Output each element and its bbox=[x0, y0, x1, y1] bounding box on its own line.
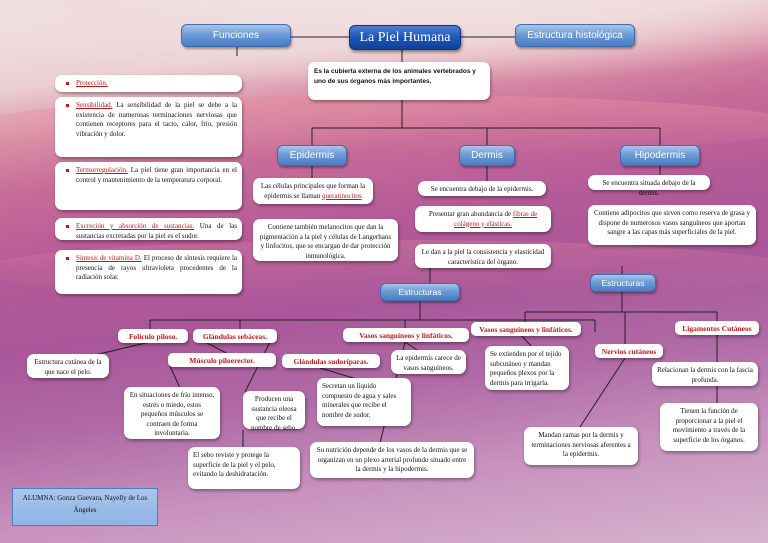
funcion-termorregulacion: Termorregulación. La piel tiene gran imp… bbox=[55, 162, 242, 210]
label-text: Nervios cutáneos bbox=[601, 347, 657, 356]
label-nervios-cutaneos: Nervios cutáneos bbox=[595, 344, 663, 358]
main-title: La Piel Humana bbox=[349, 25, 461, 50]
desc-vasos-epidermis: La epidermis carece de vasos sanguíneos. bbox=[391, 350, 466, 374]
dermis-text: Le dan a la piel la consistencia y elast… bbox=[421, 248, 545, 266]
epidermis-celulas: Las células principales que forman la ep… bbox=[253, 178, 373, 204]
definition-box: Es la cubierta externa de los animales v… bbox=[308, 62, 490, 100]
node-estructuras-dermis: Estructuras bbox=[380, 283, 460, 301]
desc-text: Tienen la función de proporcionar a la p… bbox=[672, 407, 746, 444]
label-glandulas-sebaceas: Glándulas sebáceas. bbox=[193, 329, 277, 343]
node-label: Epidermis bbox=[289, 150, 335, 161]
desc-text: Producen una sustancia oleosa que recibe… bbox=[250, 395, 298, 432]
hipodermis-adipocitos: Contiene adipocitos que sirven como rese… bbox=[588, 205, 756, 245]
epidermis-melanocitos: Contiene también melanocitos que dan la … bbox=[253, 219, 398, 261]
node-estructura-histologica: Estructura histológica bbox=[515, 24, 635, 47]
author-text: ALUMNA: Gonza Guevara, Nayelly de Los Án… bbox=[22, 494, 148, 514]
desc-text: Secretan un líquido compuesto de agua y … bbox=[322, 382, 397, 419]
node-label: Estructuras bbox=[601, 278, 645, 288]
funcion-title: Protección. bbox=[76, 79, 108, 87]
desc-nutricion: Su nutrición depende de los vasos de la … bbox=[310, 442, 474, 478]
funcion-sintesis-vitamina-d: Síntesis de vitamina D. El proceso de sí… bbox=[55, 250, 242, 294]
epidermis-link: queratinocitos bbox=[322, 191, 362, 200]
funcion-text: La piel tiene gran importancia en el con… bbox=[76, 166, 238, 184]
desc-ligamentos-1: Relacionan la dermis con la fascia profu… bbox=[652, 362, 758, 386]
label-glandulas-sudoriparas: Glándulas sudoríparas. bbox=[282, 354, 380, 368]
label-foliculo-piloso: Folículo piloso. bbox=[118, 329, 188, 343]
desc-foliculo: Estructura cutánea de la que nace el pel… bbox=[27, 354, 109, 378]
title-text: La Piel Humana bbox=[359, 30, 451, 45]
label-vasos-sanguineos-linfaticos: Vasos sanguíneos y linfáticos. bbox=[343, 328, 469, 342]
desc-sebo: El sebo reviste y protege la superficie … bbox=[188, 447, 300, 489]
desc-text: Su nutrición depende de los vasos de la … bbox=[316, 446, 468, 473]
desc-ligamentos-2: Tienen la función de proporcionar a la p… bbox=[660, 403, 758, 451]
funcion-title: Termorregulación. bbox=[76, 166, 128, 174]
node-label: Hipodermis bbox=[634, 150, 686, 161]
desc-text: En situaciones de frío intenso, estrés o… bbox=[129, 391, 215, 437]
dermis-fibras: Presentar gran abundancia de fibras de c… bbox=[415, 206, 551, 232]
dermis-text: Se encuentra debajo de la epidermis. bbox=[430, 185, 534, 193]
desc-text: Estructura cutánea de la que nace el pel… bbox=[34, 358, 102, 376]
node-label: Estructura histológica bbox=[527, 30, 623, 41]
label-ligamentos-cutaneos: Ligamentos Cutáneos bbox=[675, 321, 759, 335]
funcion-title: Excreción y absorción de sustancias. bbox=[76, 222, 195, 230]
desc-text: Relacionan la dermis con la fascia profu… bbox=[657, 366, 753, 384]
desc-text: Mandan ramas por la dermis y terminacion… bbox=[531, 431, 631, 458]
node-dermis: Dermis bbox=[459, 145, 515, 166]
dermis-ubicacion: Se encuentra debajo de la epidermis. bbox=[418, 181, 546, 196]
label-text: Glándulas sudoríparas. bbox=[293, 357, 369, 366]
label-text: Vasos sanguíneos y linfáticos. bbox=[359, 331, 453, 340]
node-estructuras-hipodermis: Estructuras bbox=[590, 274, 656, 292]
label-musculo-piloerector: Músculo piloerector. bbox=[168, 353, 276, 367]
label-text: Vasos sanguíneos y linfáticos. bbox=[479, 325, 573, 334]
funcion-proteccion: Protección. bbox=[55, 75, 242, 92]
dermis-consistencia: Le dan a la piel la consistencia y elast… bbox=[415, 244, 551, 268]
hipodermis-text: Contiene adipocitos que sirven como rese… bbox=[594, 209, 750, 236]
desc-text: La epidermis carece de vasos sanguíneos. bbox=[396, 354, 461, 372]
epidermis-text: Contiene también melanocitos que dan la … bbox=[259, 223, 392, 260]
desc-nervios: Mandan ramas por la dermis y terminacion… bbox=[524, 427, 638, 465]
desc-musculo: En situaciones de frío intenso, estrés o… bbox=[124, 387, 220, 439]
node-hipodermis: Hipodermis bbox=[620, 145, 700, 166]
funcion-text: Una de las sustancias excretadas por la … bbox=[76, 222, 238, 240]
funcion-excrecion: Excreción y absorción de sustancias. Una… bbox=[55, 218, 242, 240]
funcion-text: El proceso de síntesis requiere la prese… bbox=[76, 254, 237, 281]
node-label: Funciones bbox=[212, 30, 260, 41]
label-vasos-sanguineos-hipodermis: Vasos sanguíneos y linfáticos. bbox=[471, 322, 581, 336]
funcion-sensibilidad: Sensibilidad. La sensibilidad de la piel… bbox=[55, 97, 242, 157]
desc-text: Se extienden por el tejido subcutáneo y … bbox=[490, 350, 562, 387]
label-text: Folículo piloso. bbox=[128, 332, 178, 341]
desc-vasos-hipodermis: Se extienden por el tejido subcutáneo y … bbox=[485, 346, 569, 390]
funcion-title: Síntesis de vitamina D. bbox=[76, 254, 142, 262]
label-text: Glándulas sebáceas. bbox=[202, 332, 268, 341]
hipodermis-ubicacion: Se encuentra situada debajo de la dermis… bbox=[588, 175, 710, 197]
funcion-title: Sensibilidad. bbox=[76, 101, 113, 109]
desc-text: El sebo reviste y protege la superficie … bbox=[193, 451, 276, 478]
author-box: ALUMNA: Gonza Guevara, Nayelly de Los Án… bbox=[12, 488, 158, 526]
desc-sudoriparas: Secretan un líquido compuesto de agua y … bbox=[317, 378, 411, 426]
epidermis-text: Las células principales que forman la ep… bbox=[260, 182, 366, 200]
node-label: Dermis bbox=[471, 150, 503, 161]
node-epidermis: Epidermis bbox=[277, 145, 347, 166]
desc-sebaceas: Producen una sustancia oleosa que recibe… bbox=[243, 391, 305, 432]
definition-text: Es la cubierta externa de los animales v… bbox=[314, 68, 476, 85]
node-label: Estructuras bbox=[398, 287, 442, 297]
dermis-link: fibras de colágeno y elásticas. bbox=[454, 210, 538, 228]
funcion-text: La sensibilidad de la piel se debe a la … bbox=[76, 101, 237, 138]
label-text: Ligamentos Cutáneos bbox=[682, 324, 752, 333]
node-funciones: Funciones bbox=[181, 24, 291, 47]
dermis-text: Presentar gran abundancia de bbox=[428, 210, 512, 218]
hipodermis-text: Se encuentra situada debajo de la dermis… bbox=[602, 179, 696, 197]
label-text: Músculo piloerector. bbox=[189, 356, 255, 365]
